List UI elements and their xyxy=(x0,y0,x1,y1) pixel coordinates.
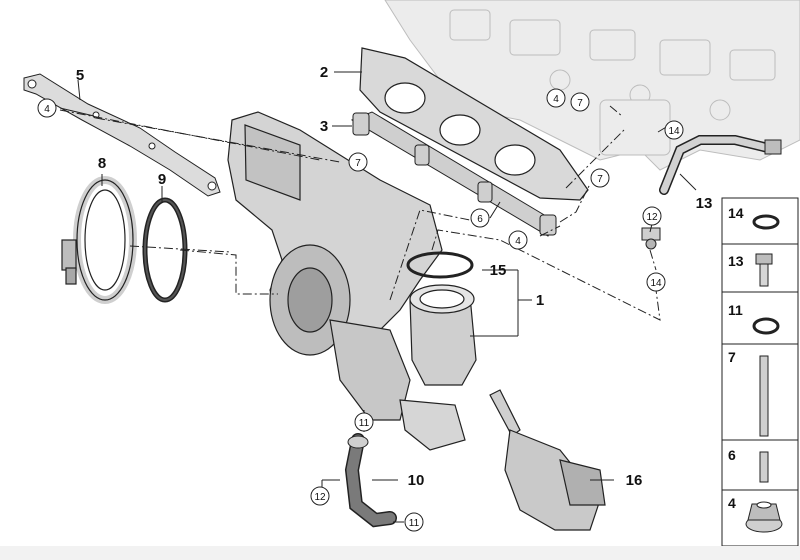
callout-4: 4 xyxy=(37,98,57,118)
callout-9: 9 xyxy=(158,171,166,188)
callout-label: 7 xyxy=(355,158,361,169)
callout-8: 8 xyxy=(98,155,106,172)
callout-label: 4 xyxy=(553,94,559,105)
callout-1: 1 xyxy=(536,292,544,309)
callout-label: 8 xyxy=(98,155,106,172)
callout-15: 15 xyxy=(490,262,507,279)
callout-label: 7 xyxy=(597,174,603,185)
oil-feed-line xyxy=(659,135,782,195)
callout-label: 2 xyxy=(320,64,328,81)
callout-label: 3 xyxy=(320,118,328,135)
callout-label: 5 xyxy=(76,67,84,84)
callout-label: 9 xyxy=(158,171,166,188)
callout-7: 7 xyxy=(348,152,368,172)
callout-3: 3 xyxy=(320,118,328,135)
panel-row-4: 4 xyxy=(728,495,783,533)
panel-number: 4 xyxy=(728,495,736,511)
stud-icon xyxy=(759,355,769,437)
callout-12: 12 xyxy=(310,486,330,506)
panel-number: 13 xyxy=(728,253,744,269)
callout-label: 7 xyxy=(577,98,583,109)
callout-11: 11 xyxy=(404,512,424,532)
spacer-sleeve-icon xyxy=(759,451,769,483)
v-band-clamp xyxy=(61,176,137,304)
panel-row-11: 11 xyxy=(728,302,780,335)
callout-label: 4 xyxy=(515,236,521,247)
wastegate-actuator xyxy=(489,389,606,531)
callout-7: 7 xyxy=(570,92,590,112)
callout-12: 12 xyxy=(642,206,662,226)
callout-label: 11 xyxy=(409,518,420,529)
callout-14: 14 xyxy=(646,272,666,292)
exhaust-manifold-gasket xyxy=(359,47,589,201)
panel-row-6: 6 xyxy=(728,447,769,483)
callout-label: 14 xyxy=(668,126,680,137)
banjo-bolt-icon xyxy=(755,253,773,287)
panel-row-14: 14 xyxy=(728,205,780,230)
callout-label: 1 xyxy=(536,292,544,309)
sealing-ring-icon xyxy=(752,317,780,335)
o-ring-15 xyxy=(406,251,474,279)
panel-row-7: 7 xyxy=(728,349,769,437)
callout-label: 13 xyxy=(696,195,713,212)
callout-2: 2 xyxy=(320,64,328,81)
callout-4: 4 xyxy=(546,88,566,108)
callout-7: 7 xyxy=(590,168,610,188)
callout-label: 4 xyxy=(44,104,50,115)
oil-line-bracket xyxy=(23,73,221,197)
callout-label: 14 xyxy=(650,278,662,289)
panel-number: 6 xyxy=(728,447,736,463)
callout-label: 6 xyxy=(477,214,483,225)
callout-6: 6 xyxy=(470,208,490,228)
callout-label: 11 xyxy=(359,418,370,429)
callout-16: 16 xyxy=(626,472,643,489)
callout-14: 14 xyxy=(664,120,684,140)
callout-label: 15 xyxy=(490,262,507,279)
cylinder-head xyxy=(384,0,800,171)
footer-strip xyxy=(0,546,800,560)
flange-nut-icon xyxy=(745,501,783,533)
heat-shield-bracket xyxy=(350,111,557,237)
callout-label: 16 xyxy=(626,472,643,489)
callout-label: 10 xyxy=(408,472,425,489)
panel-number: 11 xyxy=(728,302,743,318)
banjo-bolt-12 xyxy=(641,227,661,250)
panel-number: 14 xyxy=(728,205,744,221)
callout-13: 13 xyxy=(696,195,713,212)
panel-row-13: 13 xyxy=(728,253,773,287)
callout-label: 12 xyxy=(314,492,326,503)
oil-return-pipe xyxy=(344,433,397,528)
callout-label: 12 xyxy=(646,212,658,223)
small-parts-panel: 14 13 11 7 6 4 xyxy=(721,197,799,547)
o-ring-icon xyxy=(752,214,780,230)
callout-4: 4 xyxy=(508,230,528,250)
turbocharger-assembly xyxy=(227,111,477,451)
panel-number: 7 xyxy=(728,349,736,365)
turbo-gasket-ring xyxy=(142,197,188,303)
callout-11: 11 xyxy=(354,412,374,432)
callout-10: 10 xyxy=(408,472,425,489)
callout-5: 5 xyxy=(76,67,84,84)
